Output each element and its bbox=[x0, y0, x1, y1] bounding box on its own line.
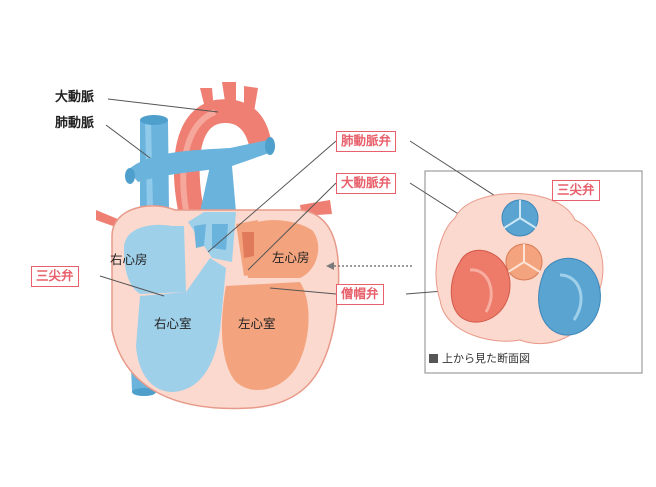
right-ventricle-graphic bbox=[136, 258, 226, 392]
label-mitral-valve: 僧帽弁 bbox=[336, 284, 384, 305]
label-right-atrium: 右心房 bbox=[110, 252, 148, 267]
right-atrium-graphic bbox=[124, 224, 186, 294]
tricuspid-valve-graphic bbox=[538, 257, 601, 336]
label-tricuspid-valve: 三尖弁 bbox=[31, 266, 79, 287]
left-ventricle-graphic bbox=[221, 282, 309, 391]
inset-caption: 上から見た断面図 bbox=[429, 353, 530, 364]
aorta-graphic bbox=[173, 82, 272, 211]
label-aortic-valve: 大動脈弁 bbox=[336, 173, 397, 194]
pulmonary-artery-graphic bbox=[125, 137, 275, 212]
label-pulmonary-artery: 肺動脈 bbox=[55, 116, 95, 131]
cross-section-graphic bbox=[435, 193, 604, 345]
label-left-ventricle: 左心室 bbox=[238, 316, 276, 331]
label-tricuspid-valve-inset: 三尖弁 bbox=[552, 180, 600, 201]
pulmonary-valve-graphic bbox=[501, 199, 539, 237]
inset-caption-text: 上から見た断面図 bbox=[442, 352, 530, 365]
aortic-valve-graphic bbox=[505, 243, 543, 281]
label-pulmonary-valve: 肺動脈弁 bbox=[336, 131, 397, 152]
legend-square-icon bbox=[429, 354, 438, 363]
label-aorta: 大動脈 bbox=[55, 90, 95, 105]
label-right-ventricle: 右心室 bbox=[154, 316, 192, 331]
label-left-atrium: 左心房 bbox=[272, 250, 310, 265]
mitral-valve-graphic bbox=[450, 249, 511, 323]
